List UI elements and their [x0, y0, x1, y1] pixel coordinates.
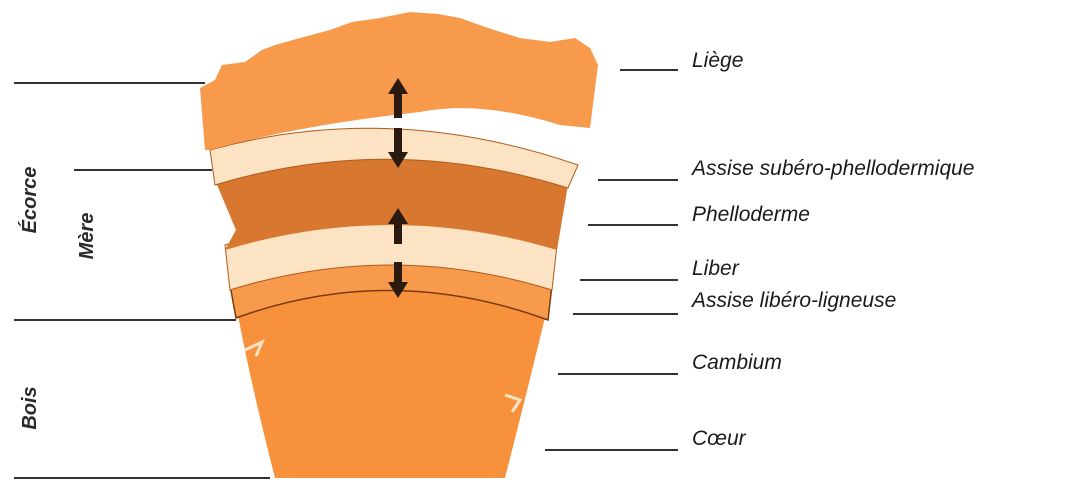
- label-assise-libero-ligneuse: Assise libéro-ligneuse: [692, 290, 896, 311]
- label-coeur: Cœur: [692, 428, 746, 449]
- label-liege: Liège: [692, 50, 743, 71]
- label-assise-subero-phellodermique: Assise subéro-phellodermique: [692, 158, 975, 179]
- label-cambium: Cambium: [692, 352, 782, 373]
- label-ecorce: Écorce: [20, 165, 40, 235]
- label-phelloderme: Phelloderme: [692, 204, 810, 225]
- label-bois: Bois: [20, 373, 40, 443]
- label-mere: Mère: [77, 201, 97, 271]
- label-liber: Liber: [692, 258, 739, 279]
